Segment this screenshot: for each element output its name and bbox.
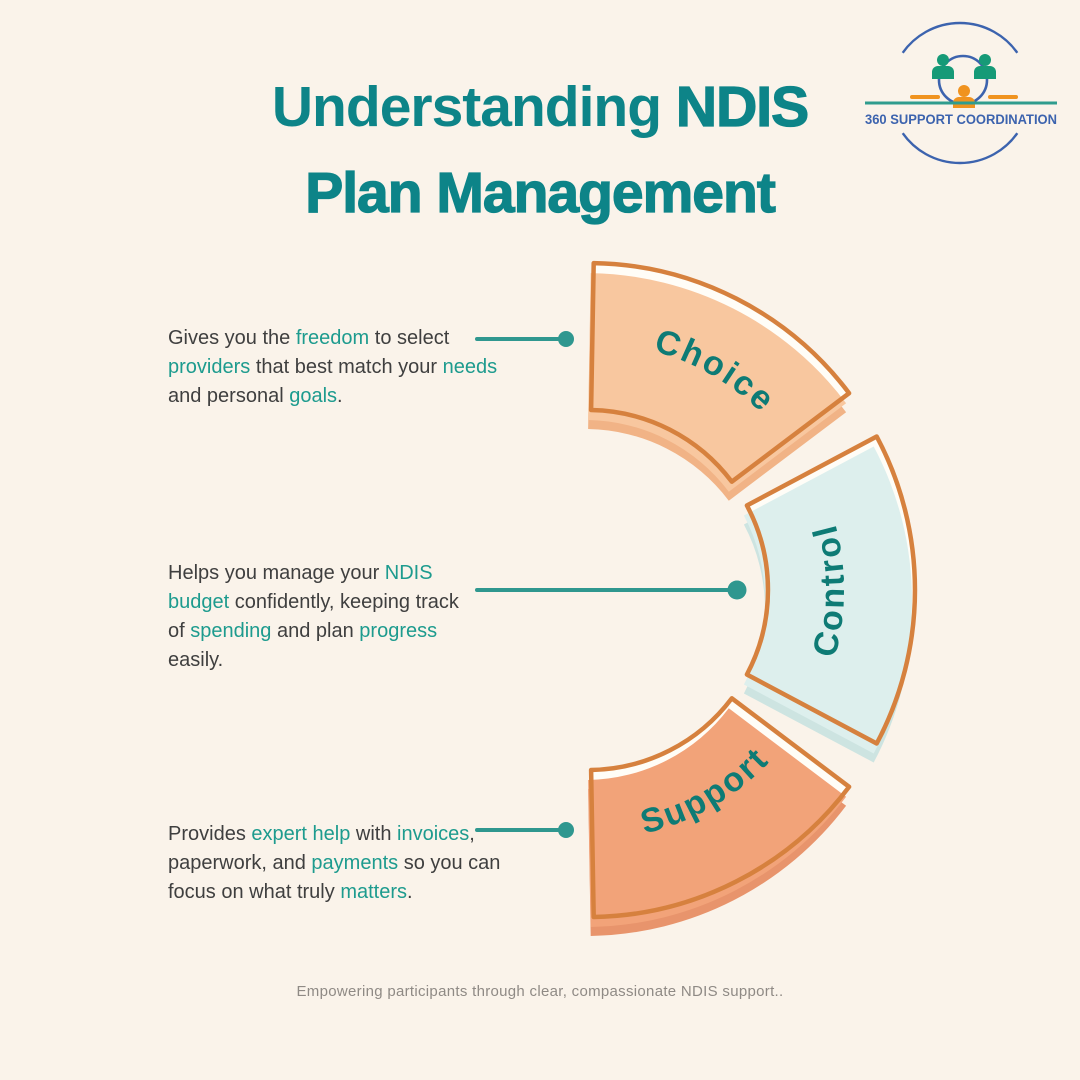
highlight-term: expert help [251, 823, 351, 845]
control-outline [744, 434, 918, 746]
logo-top-arc-icon [901, 21, 1019, 54]
highlight-term: matters [340, 881, 407, 903]
segment-support: Support [588, 696, 852, 936]
title-ndis: NDIS [675, 74, 809, 139]
logo-text: 360 SUPPORT COORDINATION [865, 112, 1057, 127]
control-fill [743, 446, 912, 754]
highlight-term: spending [190, 620, 272, 642]
highlight-term: progress [359, 620, 438, 642]
title-line-2: Plan Management [305, 160, 777, 225]
connector-support [475, 822, 574, 838]
connector-control-dot [727, 580, 747, 600]
title-line-1: Understanding NDIS [271, 74, 810, 139]
connector-choice [475, 331, 574, 347]
connector-choice-dot [558, 331, 574, 347]
description-support: Provides expert help with invoices,paper… [168, 823, 501, 903]
connector-support-dot [558, 822, 574, 838]
support-outline [588, 696, 852, 920]
highlight-term: freedom [295, 327, 370, 349]
choice-outline [588, 260, 852, 484]
segment-control: Control [743, 434, 918, 763]
highlight-term: budget [168, 591, 230, 613]
choice-fill [588, 273, 847, 492]
page-title: Understanding NDIS Plan Management [0, 64, 1080, 236]
support-fill [588, 708, 847, 927]
person-right-icon [974, 54, 996, 79]
segment-choice: Choice [588, 260, 852, 501]
highlight-term: needs [442, 356, 498, 378]
company-logo: 360 SUPPORT COORDINATION [865, 21, 1057, 165]
highlight-term: goals [289, 385, 338, 407]
highlight-term: providers [168, 356, 251, 378]
connector-control [475, 580, 747, 600]
footer-tagline: Empowering participants through clear, c… [296, 983, 784, 1000]
highlight-term: invoices [397, 823, 470, 845]
person-left-icon [932, 54, 954, 79]
highlight-term: NDIS [384, 562, 433, 584]
logo-bottom-arc-icon [901, 132, 1019, 165]
highlight-term: payments [311, 852, 399, 874]
